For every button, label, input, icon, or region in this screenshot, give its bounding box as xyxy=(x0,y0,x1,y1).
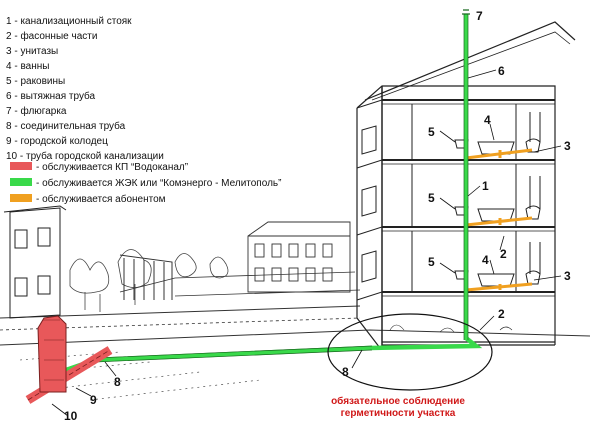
main-building xyxy=(356,21,576,349)
callout-8-left: 8 xyxy=(114,375,121,389)
callout-4-bottom: 4 xyxy=(482,253,489,267)
connecting-pipe xyxy=(59,336,483,375)
color-key-city-label: - обслуживается КП “Водоканал” xyxy=(36,161,188,173)
left-house xyxy=(3,205,67,319)
color-key: - обслуживается КП “Водоканал” - обслужи… xyxy=(10,161,281,205)
swatch-zhek xyxy=(10,178,32,186)
vent-cap xyxy=(462,9,470,15)
swatch-abonent xyxy=(10,194,32,202)
numbered-legend: 1 - канализационный стояк 2 - фасонные ч… xyxy=(6,16,164,162)
abonent-pipes xyxy=(465,148,533,292)
branch-pipe-floor-3 xyxy=(465,148,533,160)
swatch-city xyxy=(10,162,32,170)
callout-numbers: 7 6 5 4 3 1 5 2 5 4 3 2 8 8 9 10 xyxy=(64,9,571,423)
callout-3-bottom: 3 xyxy=(564,269,571,283)
seal-note-line-1: обязательное соблюдение xyxy=(331,395,465,407)
legend-item-1: 1 - канализационный стояк xyxy=(6,16,132,27)
legend-item-6: 6 - вытяжная труба xyxy=(6,90,96,102)
color-key-zhek-label: - обслуживается ЖЭК или “Комэнерго - Мел… xyxy=(36,177,281,189)
callout-5-bottom: 5 xyxy=(428,255,435,269)
callout-3-top: 3 xyxy=(564,139,571,153)
legend-item-3: 3 - унитазы xyxy=(6,46,58,57)
callout-5-top: 5 xyxy=(428,125,435,139)
callout-10: 10 xyxy=(64,409,78,423)
far-building xyxy=(247,221,351,293)
color-key-abonent-label: - обслуживается абонентом xyxy=(36,193,166,205)
fence xyxy=(119,254,173,300)
callout-2-upper: 2 xyxy=(500,247,507,261)
zhek-pipes xyxy=(59,14,483,375)
legend-item-8: 8 - соединительная труба xyxy=(6,120,126,132)
callout-2-lower: 2 xyxy=(498,307,505,321)
city-well xyxy=(37,315,67,393)
callout-7: 7 xyxy=(476,9,483,23)
pipe-outline xyxy=(94,14,469,363)
callout-8-right: 8 xyxy=(342,365,349,379)
branch-pipe-floor-2 xyxy=(465,216,533,227)
callout-5-middle: 5 xyxy=(428,191,435,205)
callout-1: 1 xyxy=(482,179,489,193)
city-sewer xyxy=(25,315,113,404)
seal-zone-ellipse xyxy=(327,313,493,391)
legend-item-4: 4 - ванны xyxy=(6,61,49,72)
callout-9: 9 xyxy=(90,393,97,407)
branch-pipe-floor-1 xyxy=(465,282,533,292)
callout-4-top: 4 xyxy=(484,113,491,127)
leader-lines xyxy=(51,69,562,417)
callout-6: 6 xyxy=(498,64,505,78)
seal-note-line-2: герметичности участка xyxy=(341,408,456,419)
legend-item-9: 9 - городской колодец xyxy=(6,136,108,147)
trees xyxy=(69,249,229,312)
legend-item-2: 2 - фасонные части xyxy=(6,30,97,42)
seal-note: обязательное соблюдение герметичности уч… xyxy=(331,395,465,419)
fixtures xyxy=(454,112,541,287)
legend-item-5: 5 - раковины xyxy=(6,76,65,87)
legend-item-7: 7 - флюгарка xyxy=(6,105,67,117)
legend-item-10: 10 - труба городской канализации xyxy=(6,150,164,162)
